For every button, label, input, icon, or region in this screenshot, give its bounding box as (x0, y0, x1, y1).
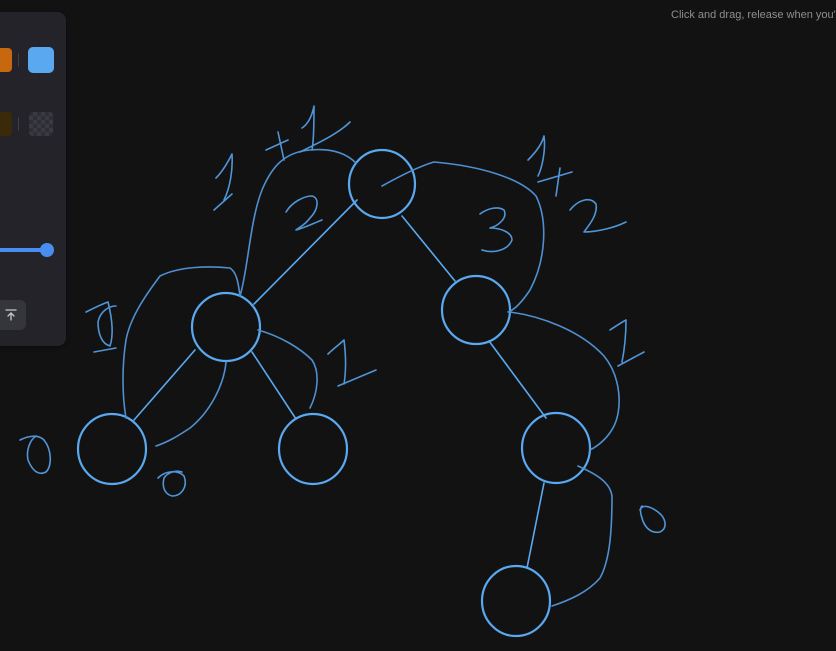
node-right-child[interactable] (520, 411, 592, 485)
edge-left-leftleaf (133, 349, 196, 421)
label-1-left (85, 301, 117, 353)
node-root[interactable] (347, 148, 417, 220)
swatch-divider (18, 53, 19, 67)
node-right[interactable] (440, 274, 512, 346)
label-0-leftleaf (19, 435, 52, 475)
label-1-mid (327, 339, 377, 387)
handwritten-labels (19, 105, 666, 534)
label-2-root (285, 195, 323, 231)
label-1plus1 (213, 105, 351, 211)
canvas-hint: Click and drag, release when you' (671, 9, 836, 21)
stroke-color-blue-swatch[interactable] (29, 48, 53, 72)
label-1plus2 (527, 135, 627, 233)
tool-properties-panel (0, 12, 66, 346)
curve-left-leaf-group (122, 266, 241, 419)
curve-right-subtree (381, 161, 545, 313)
curve-left-subtree (239, 148, 357, 297)
edge-right-rightchild (488, 340, 547, 419)
bring-to-front-button[interactable] (0, 300, 26, 330)
label-1-right (609, 319, 645, 367)
label-3 (479, 207, 513, 253)
curve-right-child-group (509, 311, 620, 451)
label-0-bottom (639, 505, 666, 534)
stroke-color-orange-swatch[interactable] (0, 48, 12, 72)
edge-rightchild-bottom (526, 482, 545, 569)
swatch-divider (18, 117, 19, 131)
edge-left-midleaf (251, 351, 297, 420)
tree-edges (133, 199, 547, 569)
node-left-leaf[interactable] (76, 412, 148, 486)
edge-root-right (401, 215, 456, 282)
curve-bottom-group (551, 465, 613, 607)
opacity-slider-track[interactable] (0, 248, 48, 252)
node-left[interactable] (190, 291, 262, 363)
background-transparent-swatch[interactable] (29, 112, 53, 136)
tree-nodes (76, 148, 592, 638)
node-mid-leaf[interactable] (277, 412, 349, 486)
subtree-curves (122, 148, 620, 607)
curve-mid-leaf-group (257, 329, 318, 409)
arrow-up-to-line-icon (5, 309, 17, 321)
node-bottom[interactable] (480, 564, 552, 638)
edge-root-left (253, 199, 358, 305)
label-0-leftleaf-bottom (157, 470, 187, 497)
opacity-slider-thumb[interactable] (40, 243, 54, 257)
background-color-brown-swatch[interactable] (0, 112, 12, 136)
curve-left-leaf-tail (155, 361, 227, 447)
